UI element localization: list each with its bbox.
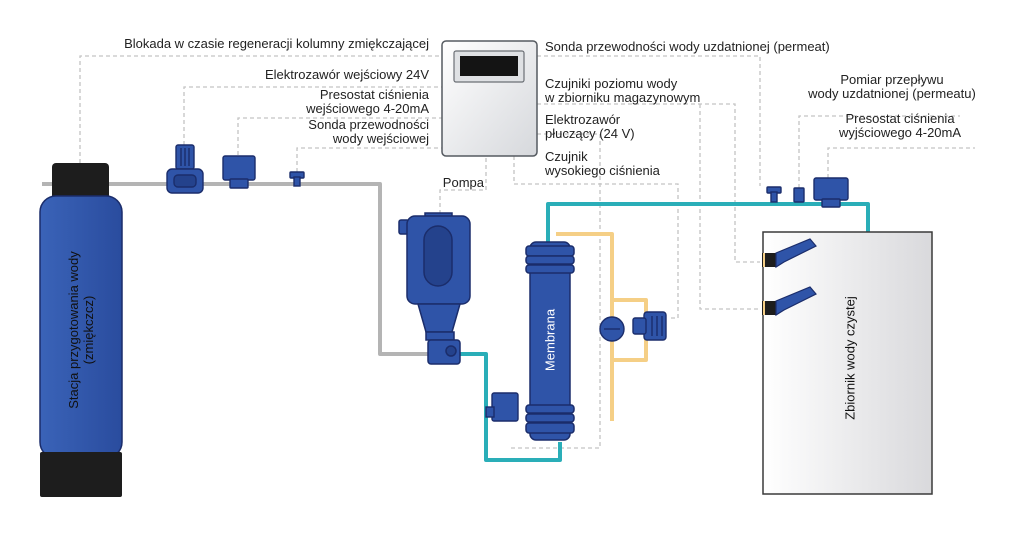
label-czujniki-poziomu-1: Czujniki poziomu wody xyxy=(545,76,678,91)
signal-line-sonda-wejsciowa xyxy=(296,147,442,172)
signal-lines xyxy=(79,55,975,449)
label-pompa: Pompa xyxy=(442,175,484,190)
label-membrana: Membrana xyxy=(542,308,558,372)
label-czujniki-poziomu-2: w zbiorniku magazynowym xyxy=(545,90,701,105)
label-presostat-wejsciowy-2: wejściowego 4-20mA xyxy=(306,101,429,116)
signal-line-presostat-wejsciowy xyxy=(237,117,442,155)
signal-line-czujnik-wysokiego xyxy=(513,156,679,319)
label-stacja: Stacja przygotowania wody (zmiękczcz) xyxy=(66,251,96,409)
label-presostat-wyjsciowy-2: wyjściowego 4-20mA xyxy=(838,125,962,140)
label-blokada: Blokada w czasie regeneracji kolumny zmi… xyxy=(124,36,429,51)
outlet-pressure-transducer xyxy=(813,177,849,208)
label-sonda-uzdatnionej: Sonda przewodności wody uzdatnionej (per… xyxy=(545,39,830,54)
label-sonda-wejsciowa-1: Sonda przewodności xyxy=(308,117,429,132)
label-czujnik-wysokiego-1: Czujnik xyxy=(545,149,588,164)
label-elektrozawor-wejsciowy: Elektrozawór wejściowy 24V xyxy=(264,67,429,82)
label-elektrozawor-plucz-2: płuczący (24 V) xyxy=(545,126,635,141)
label-pomiar-przeplywu-2: wody uzdatnionej (permeatu) xyxy=(808,86,976,101)
label-czujnik-wysokiego-2: wysokiego ciśnienia xyxy=(545,163,660,178)
permeate-conductivity-probe xyxy=(766,186,782,203)
permeate-pipe xyxy=(460,202,870,462)
permeate-flow-sensor xyxy=(793,187,805,203)
label-presostat-wyjsciowy-1: Presostat ciśnienia xyxy=(845,111,955,126)
signal-line-pompa xyxy=(439,156,487,214)
pump xyxy=(398,212,471,365)
inlet-pressure-transducer xyxy=(222,155,256,189)
concentrate-valve xyxy=(632,311,667,341)
membrane-housing xyxy=(525,241,575,441)
clean-water-tank xyxy=(762,231,933,495)
signal-line-elektrozawor-plucz xyxy=(508,133,601,449)
label-stacja-1: Stacja przygotowania wody xyxy=(66,251,81,409)
inlet-conductivity-probe xyxy=(289,171,305,187)
level-switch-upper xyxy=(762,238,817,269)
softener-column xyxy=(39,163,123,497)
label-sonda-wejsciowa-2: wody wejściowej xyxy=(332,131,429,146)
signal-line-blokada xyxy=(79,55,442,163)
control-panel xyxy=(441,40,538,157)
label-stacja-2: (zmiękczcz) xyxy=(81,295,96,365)
signal-line-elektrozawor-wejsciowy xyxy=(183,86,442,145)
signal-line-czujniki-poziomu-2 xyxy=(699,104,760,310)
label-presostat-wejsciowy-1: Presostat ciśnienia xyxy=(319,87,429,102)
level-switch-lower xyxy=(762,286,817,317)
signal-line-presostat-wyjsciowy xyxy=(827,147,975,178)
signal-line-czujniki-poziomu xyxy=(537,103,760,263)
flush-solenoid-valve xyxy=(485,392,519,422)
inlet-solenoid-valve xyxy=(166,144,204,194)
signal-line-przeplyw xyxy=(798,115,960,188)
signal-line-sonda-uzdatnionej xyxy=(537,55,761,186)
label-zbiornik: Zbiornik wody czystej xyxy=(842,296,858,420)
feed-pipe xyxy=(42,182,436,356)
high-pressure-sensor xyxy=(599,316,625,342)
label-elektrozawor-plucz-1: Elektrozawór xyxy=(545,112,621,127)
label-pomiar-przeplywu-1: Pomiar przepływu xyxy=(840,72,944,87)
